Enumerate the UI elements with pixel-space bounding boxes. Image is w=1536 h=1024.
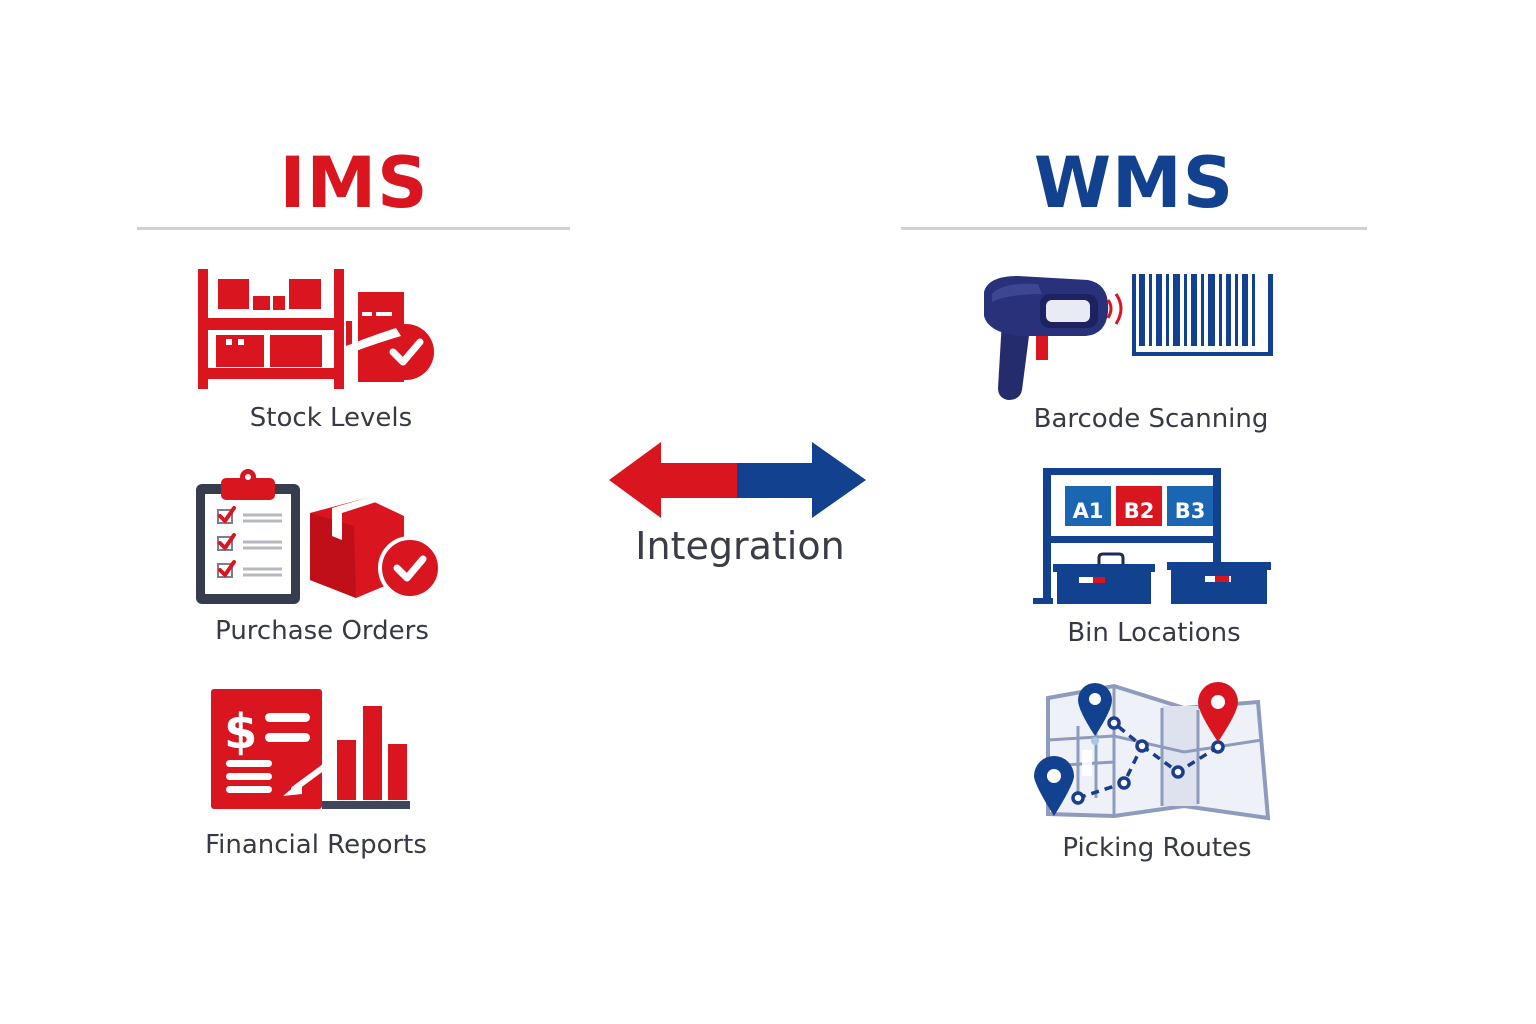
bin-locations-label: Bin Locations [1067,618,1241,648]
picking-routes-label: Picking Routes [1062,833,1252,863]
svg-text:$: $ [224,704,257,760]
map-route-pins-icon [1034,680,1274,822]
svg-text:B2: B2 [1124,499,1155,523]
shelf-boxes-check-icon [196,266,441,392]
bin-shelf-icon: A1 B2 B3 [1033,468,1273,606]
wms-divider [901,227,1367,230]
purchase-orders-label: Purchase Orders [215,616,429,646]
clipboard-box-check-icon [194,468,444,606]
integration-label: Integration [635,524,845,568]
financial-reports-label: Financial Reports [205,830,427,860]
stock-levels-label: Stock Levels [249,403,413,433]
svg-text:A1: A1 [1073,499,1104,523]
ims-title: IMS [279,142,429,224]
barcode-scanning-label: Barcode Scanning [1033,404,1269,434]
ims-divider [137,227,570,230]
svg-text:B3: B3 [1175,499,1206,523]
barcode-scanner-icon [978,272,1280,404]
dollar-report-bar-chart-icon: $ [210,688,415,813]
wms-title: WMS [1033,142,1235,224]
bidirectional-arrow-icon [609,441,867,519]
